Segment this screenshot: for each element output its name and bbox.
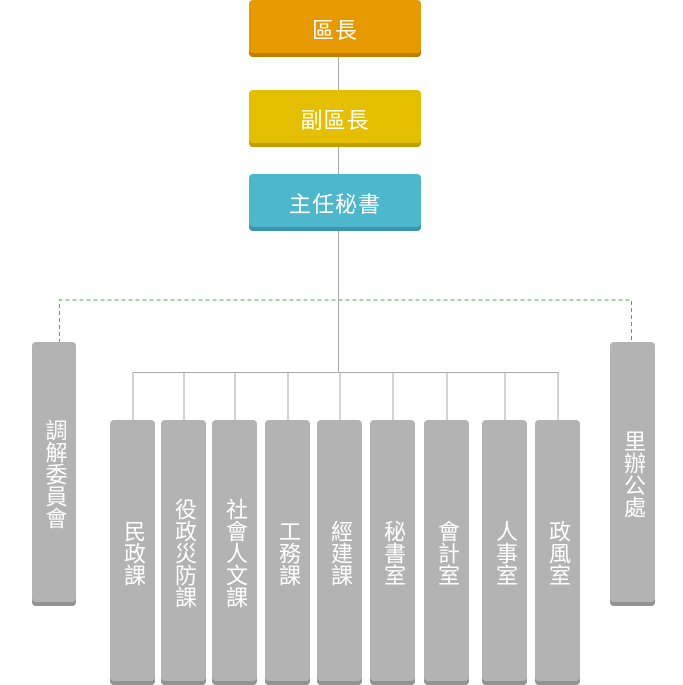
department-label: 社會人文課 [222,497,247,608]
deputy-box: 副區長 [249,90,421,147]
department-box: 會計室 [424,420,469,685]
chief-box: 區長 [249,0,421,57]
department-box: 秘書室 [370,420,415,685]
mediation-committee-label: 調解委員會 [41,419,67,529]
department-box: 社會人文課 [212,420,257,685]
deputy-label: 副區長 [300,108,370,134]
secretary-box: 主任秘書 [249,174,421,231]
department-box: 工務課 [265,420,310,685]
secretary-label: 主任秘書 [288,192,381,218]
village-office-box: 里辦公處 [610,342,655,606]
department-label: 政風室 [545,519,570,586]
department-box: 政風室 [535,420,580,685]
mediation-committee-box: 調解委員會 [32,342,76,606]
department-label: 會計室 [434,519,459,586]
department-box: 經建課 [317,420,362,685]
department-label: 工務課 [275,519,300,586]
department-label: 民政課 [120,519,145,586]
dashed-side-connector [59,299,632,343]
department-box: 人事室 [482,420,527,685]
department-bus [132,372,559,420]
department-label: 役政災防課 [171,497,196,608]
department-label: 秘書室 [380,519,405,586]
chief-label: 區長 [311,18,358,44]
department-box: 民政課 [110,420,155,685]
village-office-label: 里辦公處 [620,430,645,518]
department-label: 經建課 [327,519,352,586]
department-label: 人事室 [492,519,517,586]
department-box: 役政災防課 [161,420,206,685]
